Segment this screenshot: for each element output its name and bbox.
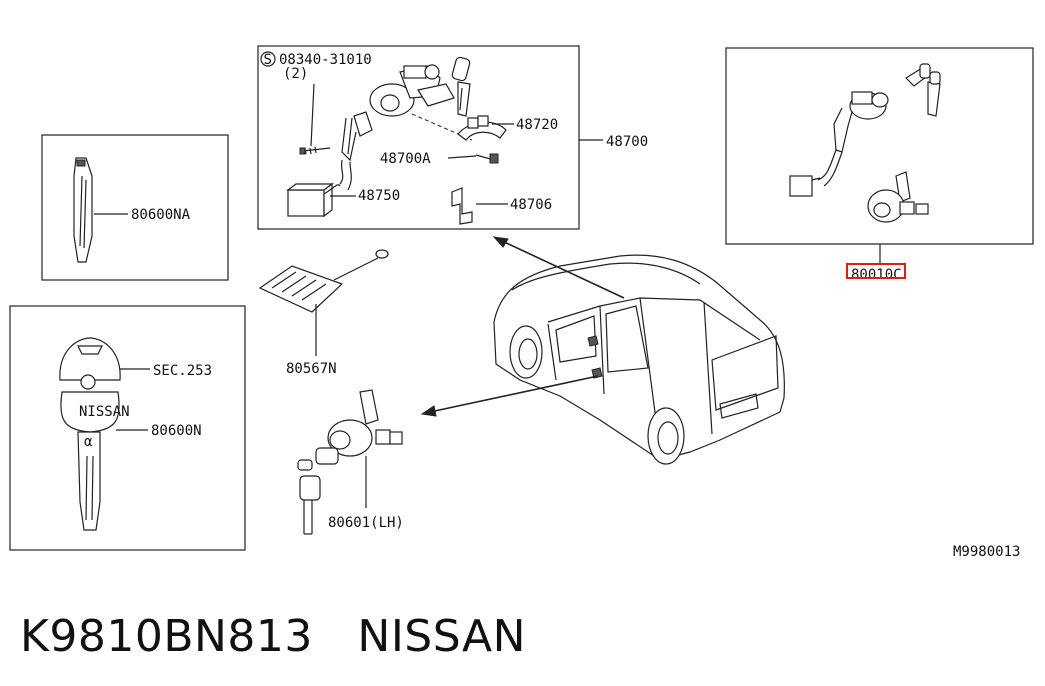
lock-set-panel	[725, 47, 1034, 264]
screw-quantity: (2)	[283, 66, 308, 82]
car-illustration	[493, 254, 785, 465]
part-label-80600n[interactable]: 80600N	[151, 423, 202, 439]
clamp-part	[457, 115, 507, 141]
part-label-80600na[interactable]: 80600NA	[131, 207, 191, 223]
bolt-part	[475, 153, 499, 164]
key-panel: NISSAN α SEC.253 80600N	[9, 305, 246, 551]
lock-set-cylinder	[867, 171, 929, 223]
diagram-id: M9980013	[953, 544, 1020, 560]
part-label-48706[interactable]: 48706	[510, 197, 552, 213]
key-brand-mark: NISSAN	[79, 404, 130, 420]
part-label-48750[interactable]: 48750	[358, 188, 400, 204]
part-label-sec-253[interactable]: SEC.253	[153, 363, 212, 379]
ignition-lock-panel: S 08340-31010 (2)	[257, 45, 603, 230]
key-blank-part	[73, 157, 93, 263]
part-label-80567n[interactable]: 80567N	[286, 361, 337, 377]
page-caption: K9810BN813 NISSAN	[20, 611, 526, 662]
lock-set-ignition	[789, 91, 889, 197]
door-pointer-arrow	[420, 375, 599, 417]
part-label-48700a[interactable]: 48700A	[380, 151, 431, 167]
lock-key	[451, 56, 471, 117]
screw-part	[299, 83, 331, 155]
part-label-08340-31010[interactable]: 08340-31010	[279, 52, 372, 68]
door-cylinder-part	[297, 389, 403, 535]
key-head-part: NISSAN	[59, 337, 130, 433]
lock-set-keys	[905, 63, 941, 117]
parts-diagram: S 08340-31010 (2)	[9, 45, 1034, 560]
key-blank-panel: 80600NA	[41, 134, 229, 281]
transponder-part	[258, 249, 389, 356]
part-label-80010c[interactable]: 80010C	[851, 267, 902, 283]
key-blade-symbol: α	[84, 434, 93, 450]
ignition-pointer-arrow	[492, 236, 625, 299]
highlight-box	[846, 263, 906, 279]
steering-lock-body	[339, 64, 455, 191]
part-label-80601-lh[interactable]: 80601(LH)	[328, 515, 404, 531]
bracket-part	[451, 187, 473, 225]
part-label-48700[interactable]: 48700	[606, 134, 648, 150]
screw-symbol: S	[264, 52, 272, 68]
harness-connector	[286, 182, 341, 218]
key-blade-part: α	[77, 431, 101, 531]
part-label-48720[interactable]: 48720	[516, 117, 558, 133]
